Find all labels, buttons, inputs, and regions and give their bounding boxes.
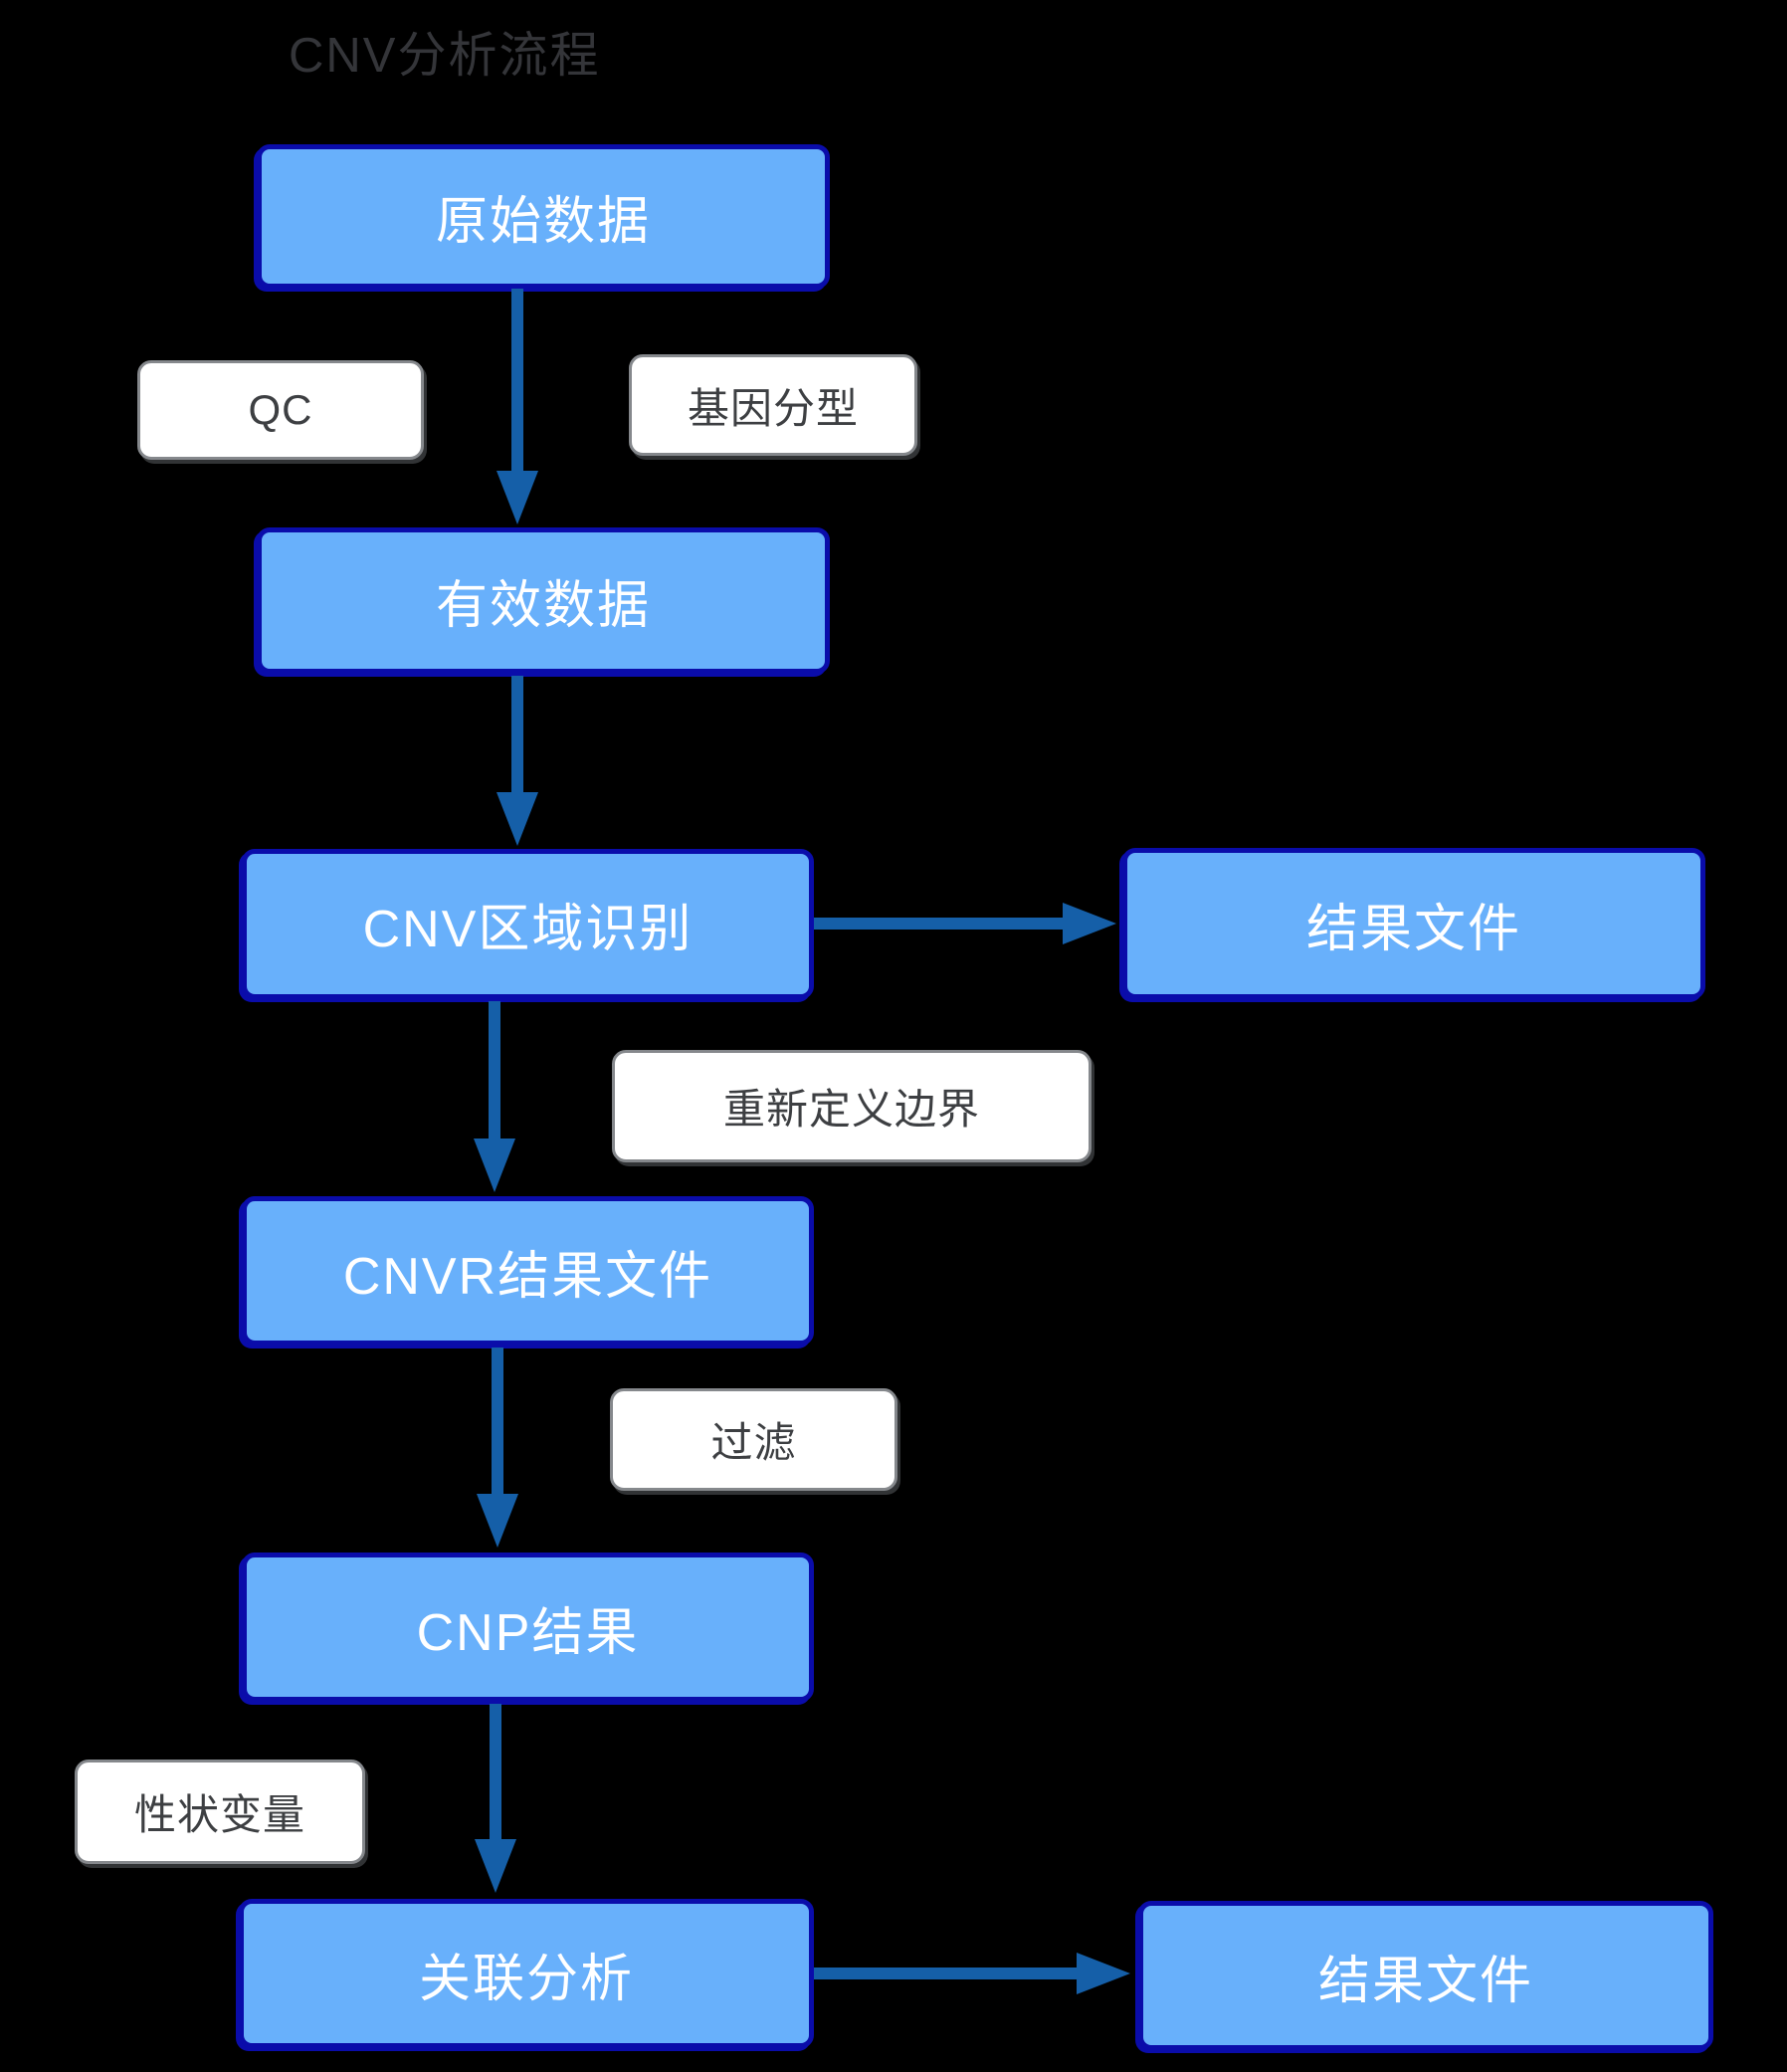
node-valid-data-label: 有效数据 [435,577,651,635]
node-raw-data-label: 原始数据 [435,193,651,251]
arrow-cnv-to-cnvr [474,1001,515,1192]
node-result-file-bottom: 结果文件 [1138,1901,1713,2050]
arrowhead-down-icon [496,471,538,524]
diagram-title: CNV分析流程 [289,29,601,83]
node-cnv-region-label: CNV区域识别 [362,901,694,958]
arrow-line [490,1704,501,1843]
arrow-cnv-to-result-file [814,903,1116,944]
chip-redefine-boundary: 重新定义边界 [612,1050,1092,1162]
arrow-raw-to-valid [496,289,538,524]
node-result-file-top: 结果文件 [1122,848,1705,999]
arrow-line [492,1347,503,1498]
chip-filter: 过滤 [610,1388,897,1491]
chip-redefine-boundary-label: 重新定义边界 [722,1086,980,1133]
arrow-line [511,676,523,796]
chip-trait-variable-label: 性状变量 [133,1791,305,1838]
arrowhead-down-icon [474,1139,515,1192]
chip-trait-variable: 性状变量 [75,1760,365,1864]
arrow-valid-to-cnv [496,676,538,846]
chip-filter-label: 过滤 [710,1419,797,1466]
node-association-analysis: 关联分析 [239,1899,814,2048]
arrow-line [814,918,1067,930]
node-association-label: 关联分析 [418,1950,634,2008]
node-cnv-region-identification: CNV区域识别 [242,849,814,999]
arrowhead-right-icon [1077,1953,1130,1994]
chip-qc-label: QC [248,386,313,433]
arrow-line [511,289,523,475]
arrow-line [814,1968,1081,1979]
node-cnp-result: CNP结果 [242,1553,814,1702]
node-cnvr-result-label: CNVR结果文件 [342,1247,713,1306]
node-raw-data: 原始数据 [257,144,830,289]
chip-genotyping: 基因分型 [629,354,917,456]
node-cnp-result-label: CNP结果 [416,1603,640,1662]
arrowhead-down-icon [477,1494,518,1548]
arrowhead-down-icon [475,1839,516,1893]
chip-genotyping-label: 基因分型 [687,384,859,432]
arrowhead-down-icon [496,792,538,846]
arrow-cnp-to-association [475,1704,516,1893]
arrow-association-to-result-file [814,1953,1130,1994]
arrow-line [489,1001,500,1142]
node-result-file-top-label: 结果文件 [1305,900,1521,958]
node-cnvr-result-file: CNVR结果文件 [242,1196,814,1346]
node-result-file-bottom-label: 结果文件 [1317,1952,1533,2010]
arrow-cnvr-to-cnp [477,1347,518,1548]
node-valid-data: 有效数据 [257,527,830,674]
arrowhead-right-icon [1063,903,1116,944]
chip-qc: QC [137,360,424,460]
